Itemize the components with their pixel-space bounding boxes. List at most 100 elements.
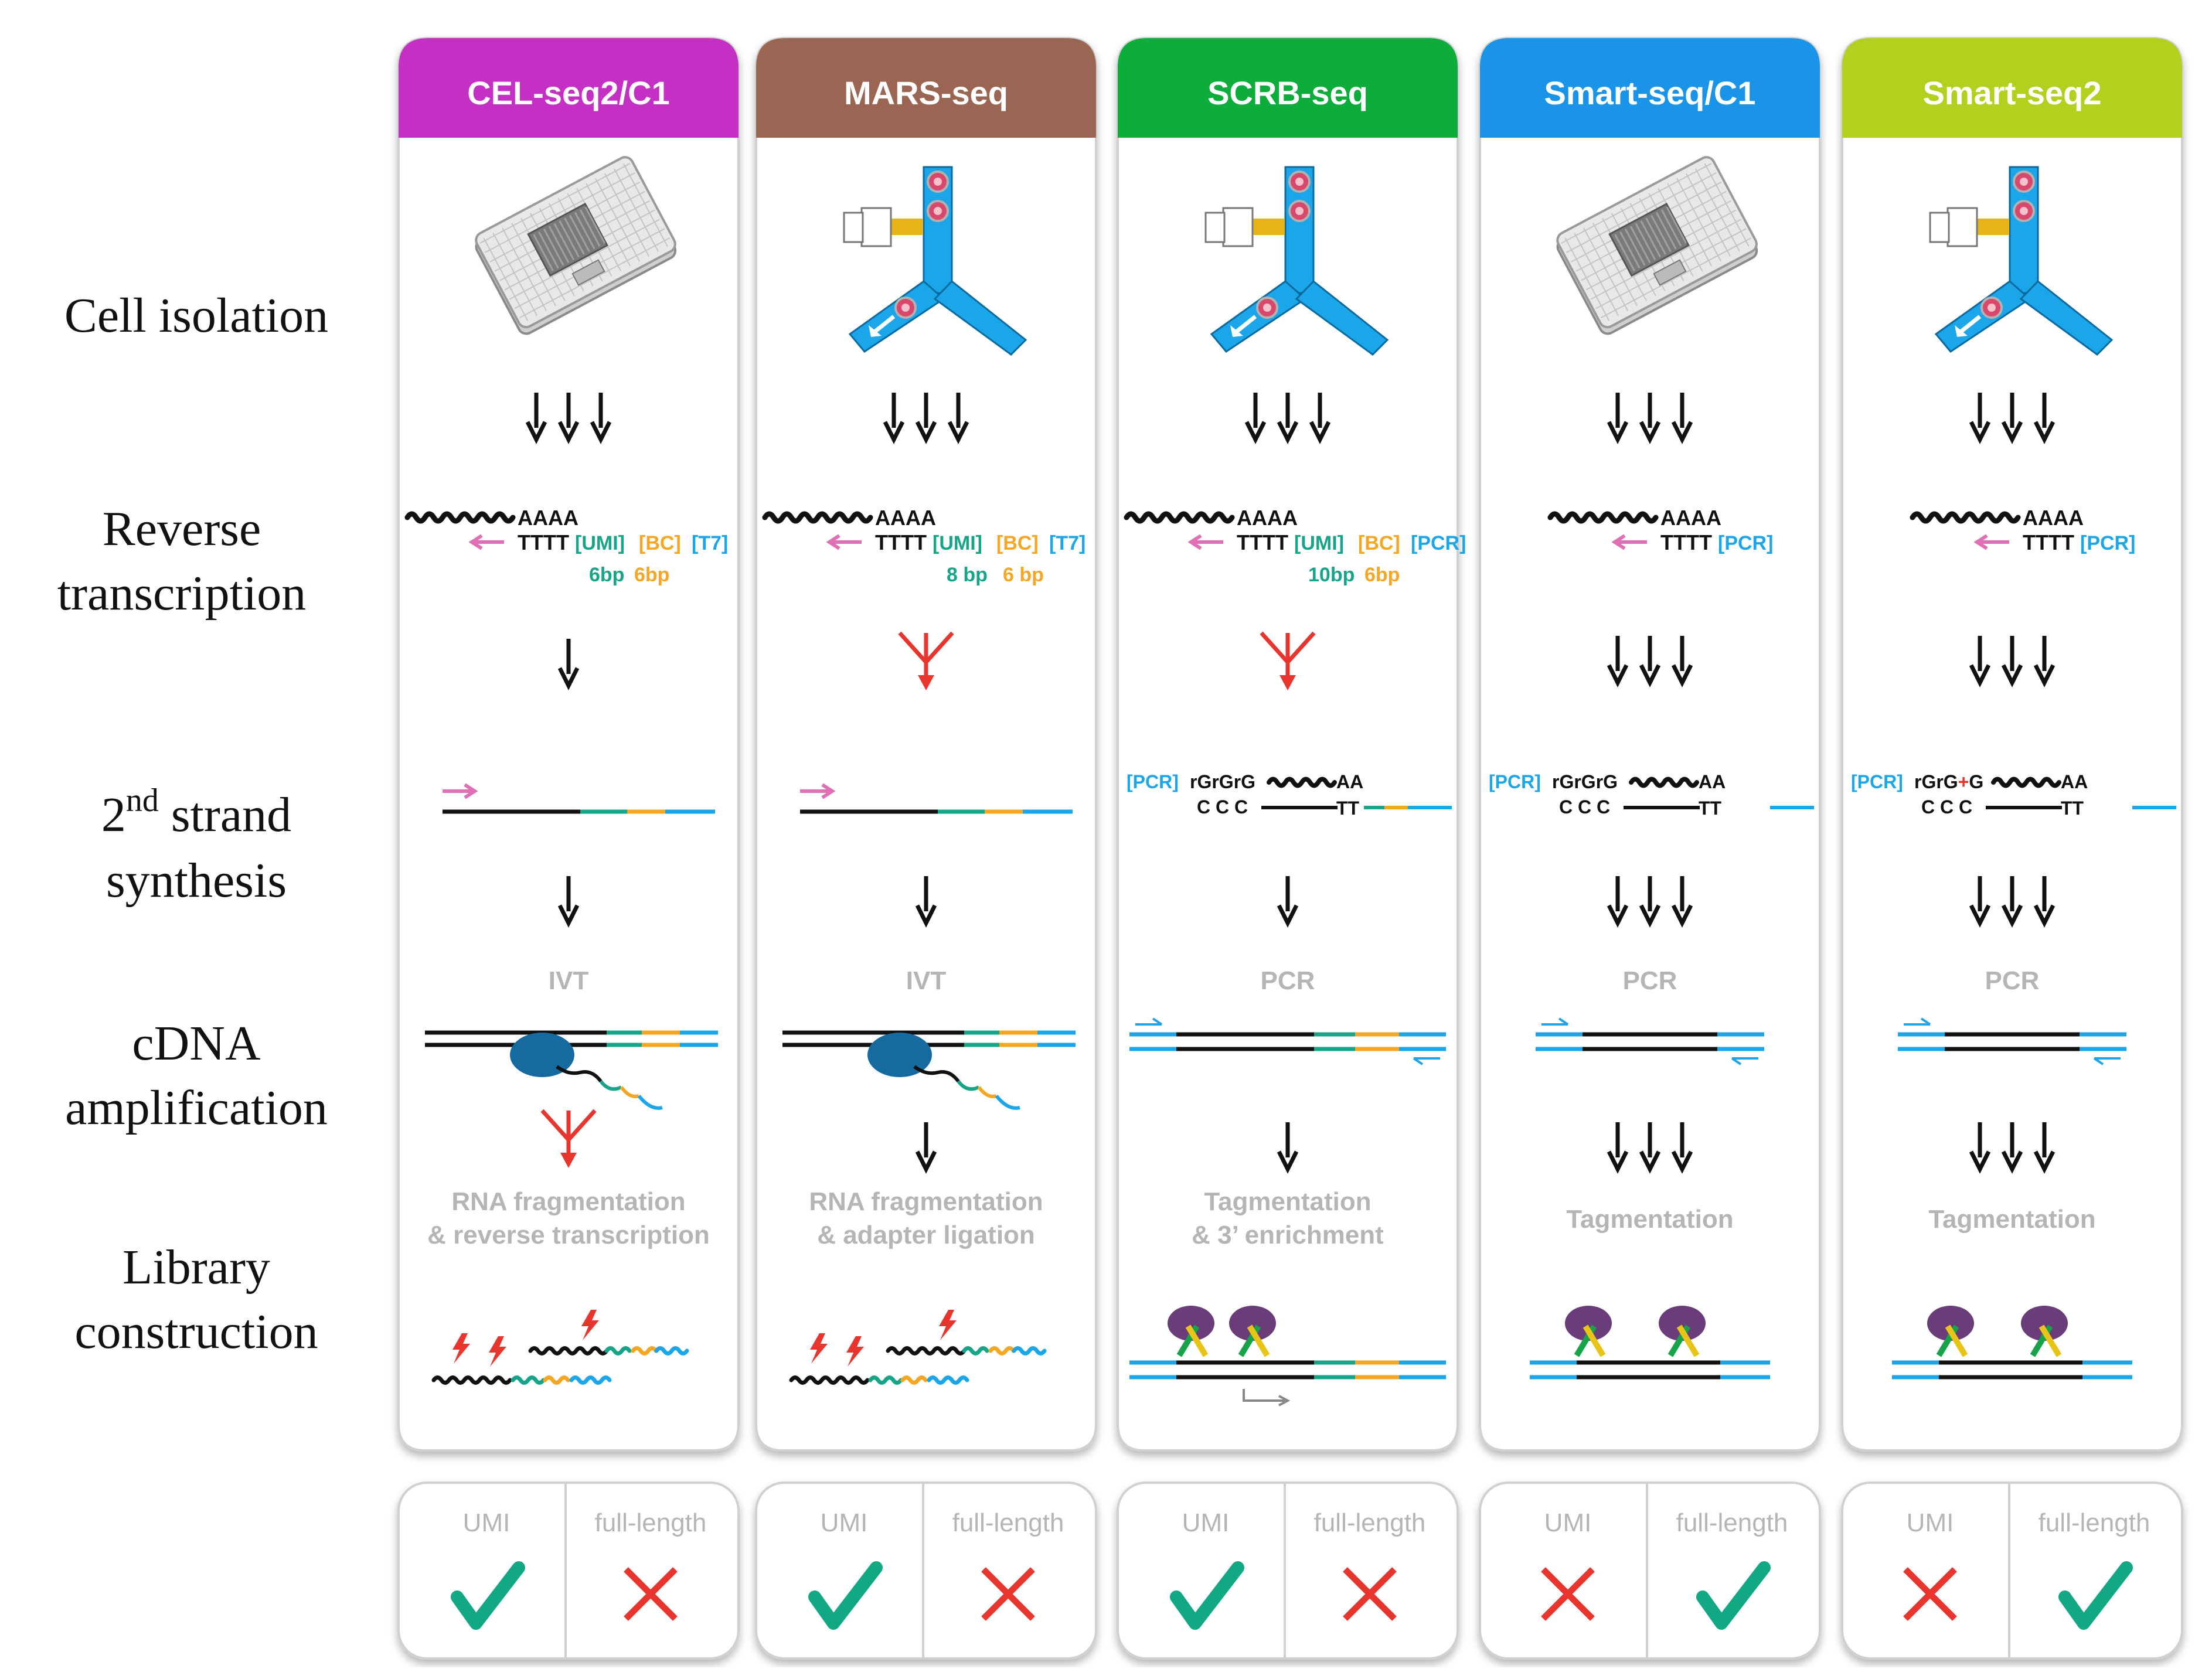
- polya-text: AA: [1336, 771, 1363, 792]
- down-arrow-icon: [915, 876, 937, 928]
- mrna-wave: [1910, 511, 2021, 524]
- second-strand-construct: [443, 783, 715, 814]
- pcr-primer-icon: [1904, 1017, 1931, 1026]
- down-arrow-icon: [557, 639, 580, 690]
- feature-header-umi: UMI: [1182, 1508, 1230, 1537]
- rna-umi: [962, 1346, 989, 1356]
- row-label-cell-isolation: Cell isolation: [64, 288, 328, 343]
- tt-text: TT: [2061, 798, 2084, 819]
- polya-text: AAAA: [1660, 506, 1721, 530]
- amplification-method-label: PCR: [1261, 966, 1315, 995]
- cross-icon: [981, 1567, 1035, 1621]
- fragmentation-fork-icon: [540, 1109, 597, 1168]
- down-arrow-icon: [557, 393, 580, 444]
- down-arrow-icon: [947, 393, 969, 444]
- barcode-tag-text: [UMI]: [933, 532, 982, 554]
- rna-bc: [988, 1346, 1016, 1356]
- polya-text: AAAA: [1237, 506, 1298, 530]
- microfluidic-chip-icon: [475, 156, 677, 335]
- polya-text: AAAA: [518, 506, 578, 530]
- pcr-tag-text: [PCR]: [1489, 771, 1541, 792]
- rna-bc: [620, 1086, 639, 1098]
- check-icon: [808, 1561, 883, 1630]
- rgrgrg-text: rGrGrG: [1190, 771, 1255, 792]
- mrna-wave: [1547, 511, 1659, 524]
- library-construct: [1129, 1306, 1446, 1406]
- amplification-construct: [1536, 1017, 1764, 1065]
- rna-bc: [631, 1346, 658, 1356]
- amplification-method-label: PCR: [1623, 966, 1677, 995]
- amplification-construct: [1129, 1017, 1446, 1065]
- rna-fragment: [528, 1346, 609, 1356]
- rna-bc: [977, 1086, 997, 1098]
- library-step-label: Tagmentation: [1928, 1205, 2095, 1234]
- tt-text: TT: [1336, 798, 1360, 819]
- primer-arrow-icon: [800, 783, 836, 799]
- row-label-amplification: amplification: [65, 1081, 328, 1135]
- down-arrow-icon: [2001, 1122, 2023, 1174]
- enrichment-arrow-icon: [1243, 1389, 1285, 1402]
- facs-sorter-icon: [843, 166, 1027, 356]
- down-arrow-icon: [1639, 1122, 1661, 1174]
- mrna-wave: [1991, 777, 2061, 788]
- library-step-label: RNA fragmentation: [809, 1187, 1043, 1216]
- ccc-text: C C C: [1921, 796, 1972, 818]
- down-arrow-icon: [915, 1122, 937, 1174]
- method-header: [756, 38, 1096, 138]
- library-step-label: & 3’ enrichment: [1192, 1221, 1384, 1249]
- tag-size-text: 8 bp: [947, 564, 988, 586]
- barcode-tag-text: [PCR]: [2080, 532, 2135, 554]
- down-arrow-icon: [1607, 636, 1629, 687]
- amplification-construct: [1898, 1017, 2126, 1065]
- down-arrow-icon: [1607, 393, 1629, 444]
- method-title: Smart-seq2: [1922, 74, 2101, 111]
- down-arrow-icon: [2033, 636, 2056, 687]
- pcr-primer-icon: [1541, 1017, 1569, 1026]
- rna-umi: [957, 1080, 980, 1091]
- rna-transcript: [556, 1065, 603, 1082]
- mrna-wave: [762, 511, 873, 524]
- down-arrow-icon: [1277, 1122, 1299, 1174]
- rna-umi: [868, 1375, 903, 1385]
- down-arrow-icon: [1607, 876, 1629, 928]
- rna-bc: [900, 1375, 928, 1385]
- library-step-label: & adapter ligation: [817, 1221, 1035, 1249]
- method-title: CEL-seq2/C1: [467, 74, 669, 111]
- feature-header-full-length: full-length: [1676, 1508, 1788, 1537]
- mrna-wave: [1124, 511, 1235, 524]
- check-icon: [1170, 1561, 1244, 1630]
- tn5-transposase-icon: [1168, 1306, 1214, 1357]
- oligo-dt-text: TTTT: [2023, 530, 2074, 554]
- library-construct: [431, 1310, 689, 1385]
- down-arrow-icon: [2001, 876, 2023, 928]
- down-arrow-icon: [557, 876, 580, 928]
- feature-header-full-length: full-length: [2039, 1508, 2150, 1537]
- down-arrow-icon: [2033, 393, 2056, 444]
- method-header: [1842, 38, 2182, 138]
- microfluidic-chip-icon: [1556, 156, 1758, 335]
- library-step-label: Tagmentation: [1204, 1187, 1371, 1216]
- polya-text: AAAA: [875, 506, 936, 530]
- tt-text: TT: [1699, 798, 1722, 819]
- tn5-transposase-icon: [2021, 1306, 2068, 1357]
- primer-arrow-icon: [826, 534, 862, 550]
- down-arrow-icon: [1277, 876, 1299, 928]
- method-header: [399, 38, 739, 138]
- mrna-wave: [1267, 777, 1337, 788]
- row-label-synthesis: synthesis: [106, 853, 287, 908]
- library-step-label: RNA fragmentation: [451, 1187, 685, 1216]
- pcr-primer-icon: [1135, 1017, 1163, 1026]
- method-title: Smart-seq/C1: [1544, 74, 1755, 111]
- barcode-tag-text: [T7]: [1049, 532, 1085, 554]
- method-title: SCRB-seq: [1207, 74, 1368, 111]
- barcode-tag-text: [UMI]: [575, 532, 625, 554]
- primer-arrow-icon: [1973, 534, 2009, 550]
- tag-size-text: 6bp: [589, 564, 624, 586]
